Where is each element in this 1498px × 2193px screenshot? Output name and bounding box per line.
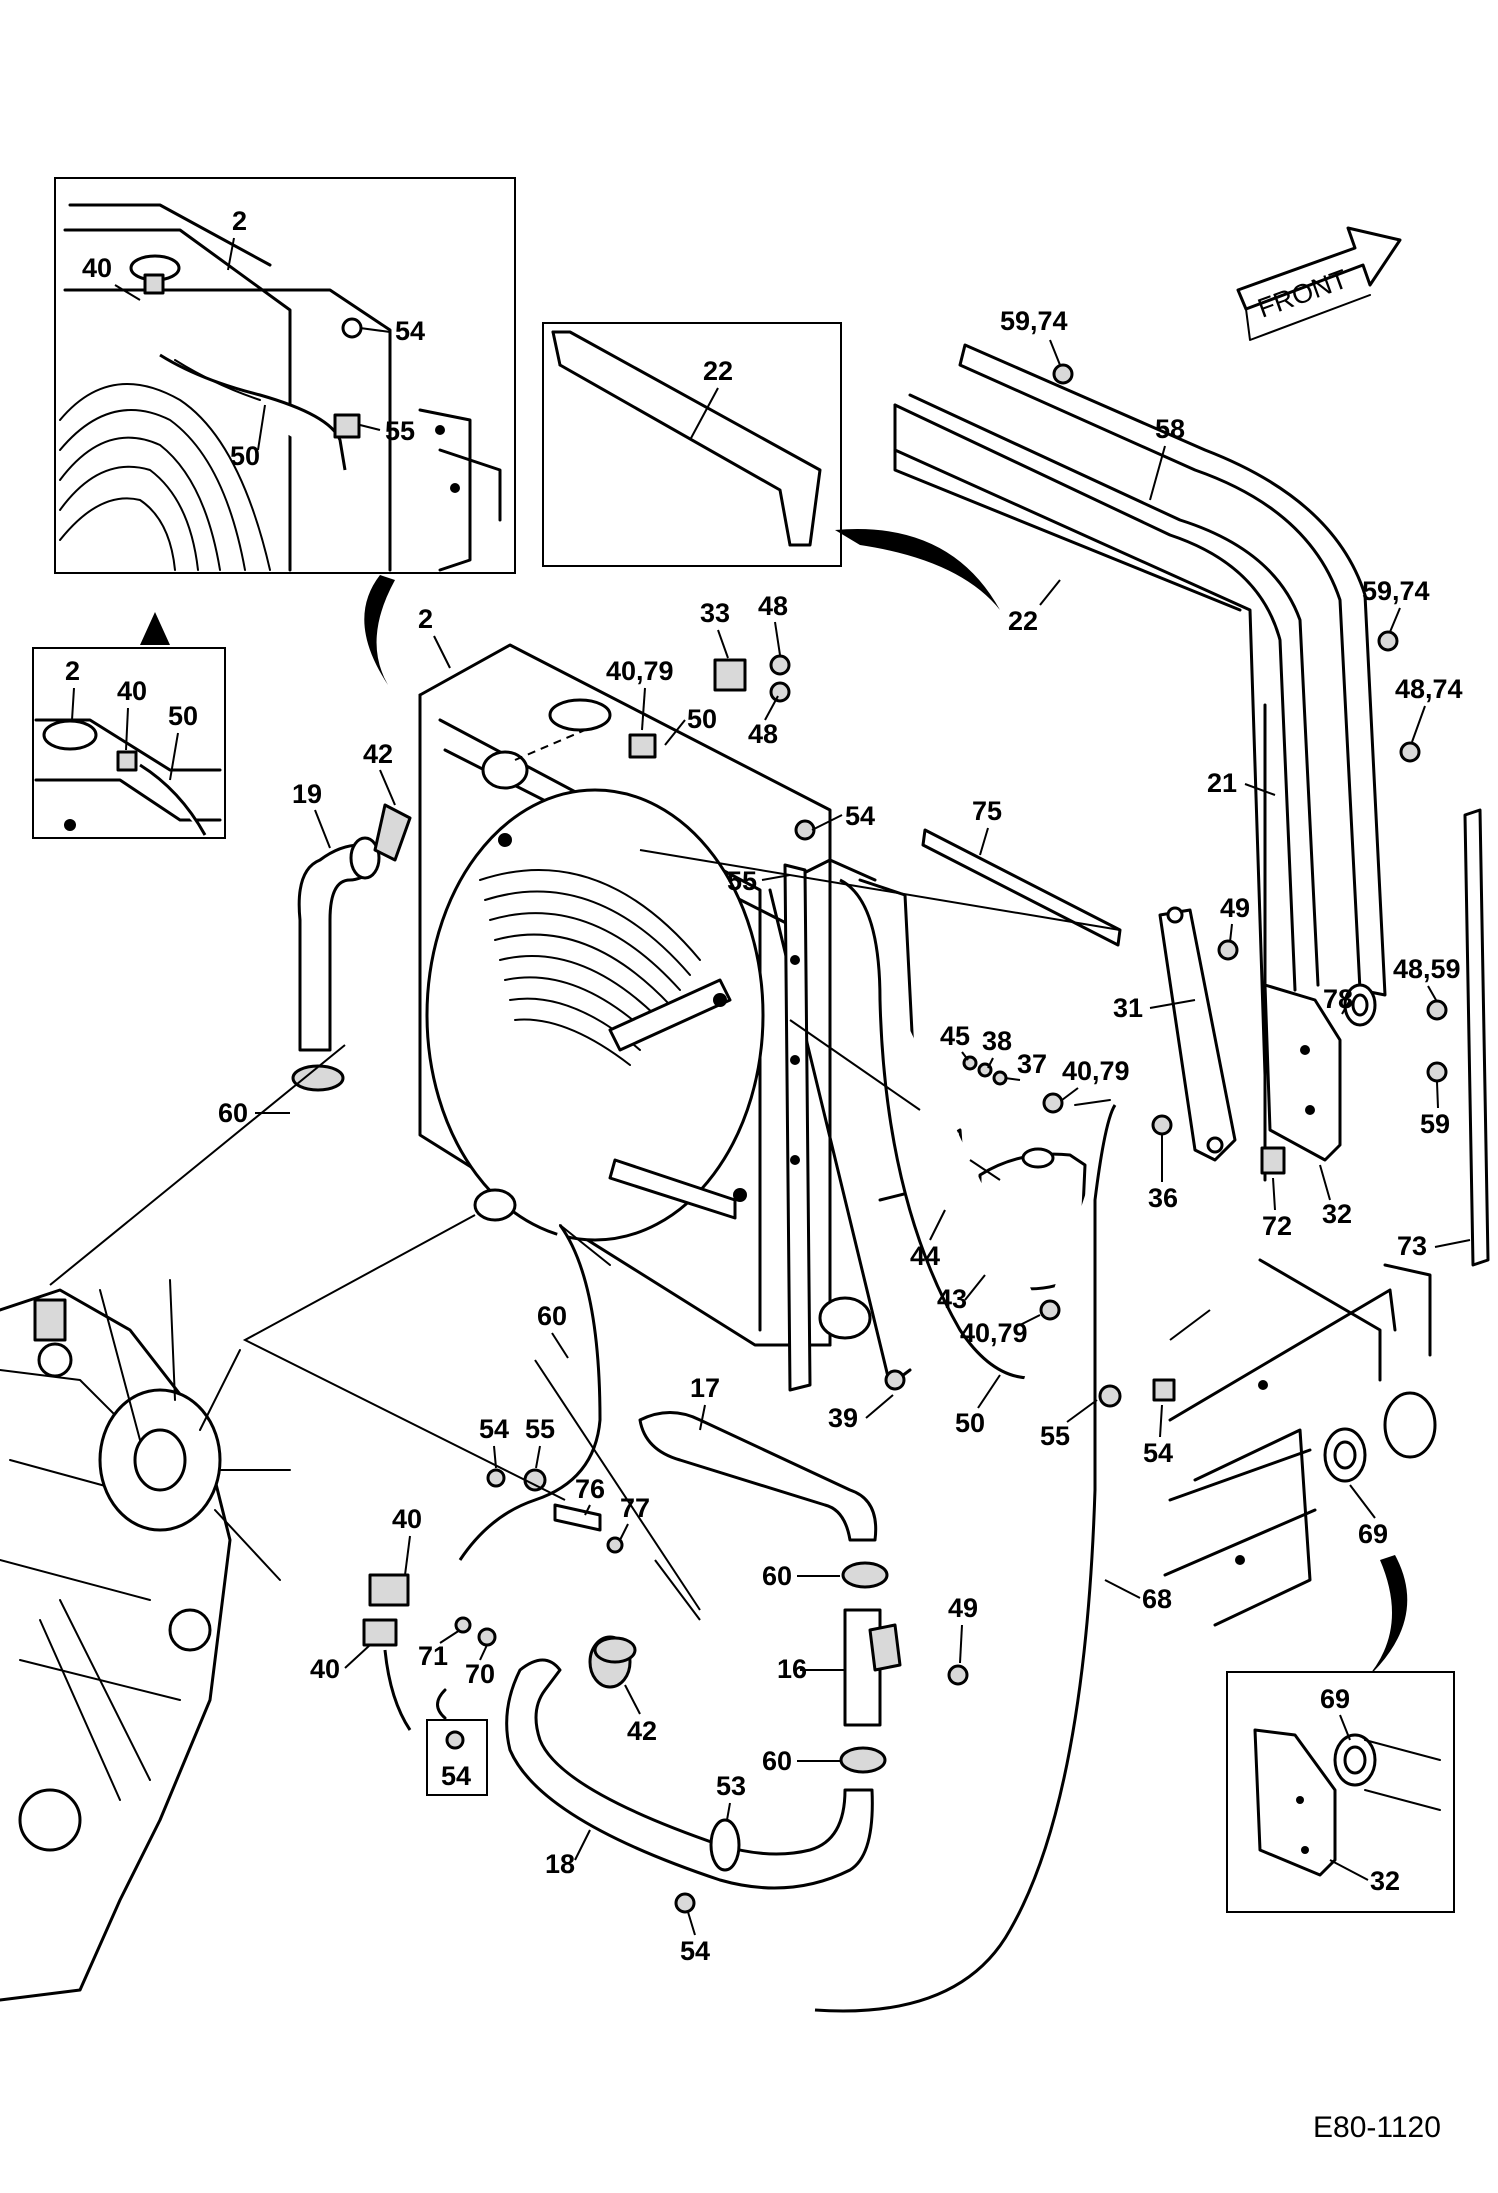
- label-18: 18: [545, 1849, 575, 1879]
- shroud-assembly: [893, 343, 1490, 1267]
- label-40-top: 40: [392, 1504, 422, 1534]
- inset-small-label-40: 40: [117, 676, 147, 706]
- label-54-c: 54: [479, 1414, 509, 1444]
- chassis-bracket: [1163, 1258, 1437, 1627]
- label-60-left: 60: [218, 1098, 248, 1128]
- label-55-b: 55: [1040, 1421, 1070, 1451]
- label-54-b: 54: [1143, 1438, 1173, 1468]
- label-60-mid: 60: [537, 1301, 567, 1331]
- label-43: 43: [937, 1284, 967, 1314]
- label-2: 2: [418, 604, 433, 634]
- label-54-e: 54: [680, 1936, 710, 1966]
- label-31: 31: [1113, 993, 1143, 1023]
- label-68: 68: [1142, 1584, 1172, 1614]
- up-arrow-icon: [140, 612, 170, 645]
- connector-lines: [49, 729, 1211, 1621]
- inset-bottom-label-32: 32: [1370, 1866, 1400, 1896]
- inset-small-label-2: 2: [65, 656, 80, 686]
- label-72: 72: [1262, 1211, 1292, 1241]
- label-70: 70: [465, 1659, 495, 1689]
- label-69: 69: [1358, 1519, 1388, 1549]
- label-38: 38: [982, 1026, 1012, 1056]
- label-17: 17: [690, 1373, 720, 1403]
- engine-block: [0, 1279, 291, 2002]
- label-55-a: 55: [727, 866, 757, 896]
- label-59-74-right: 59,74: [1362, 576, 1430, 606]
- label-48-59: 48,59: [1393, 954, 1461, 984]
- label-50-a: 50: [687, 704, 717, 734]
- label-77: 77: [620, 1493, 650, 1523]
- label-49-bottom: 49: [948, 1593, 978, 1623]
- inset-54-label: 54: [441, 1761, 471, 1791]
- small-fittings-group: [362, 1224, 637, 1731]
- label-71: 71: [418, 1641, 448, 1671]
- inset-small-detail: 2 40 50: [32, 647, 226, 839]
- curved-arrow-top-icon: [364, 575, 395, 685]
- label-36: 36: [1148, 1183, 1178, 1213]
- label-75: 75: [972, 796, 1002, 826]
- label-53: 53: [716, 1771, 746, 1801]
- label-42-top: 42: [363, 739, 393, 769]
- label-58: 58: [1155, 414, 1185, 444]
- inset-top-label-54: 54: [395, 316, 425, 346]
- label-45: 45: [940, 1021, 970, 1051]
- label-76: 76: [575, 1474, 605, 1504]
- label-44: 44: [910, 1241, 940, 1271]
- label-48-b: 48: [748, 719, 778, 749]
- label-73: 73: [1397, 1231, 1427, 1261]
- inset-top-label-50: 50: [230, 441, 260, 471]
- drawing-code: E80-1120: [1313, 2111, 1441, 2144]
- label-60-lower: 60: [762, 1746, 792, 1776]
- label-22: 22: [1008, 606, 1038, 636]
- curved-arrow-22-icon: [835, 529, 1000, 610]
- label-78: 78: [1323, 984, 1353, 1014]
- label-39: 39: [828, 1403, 858, 1433]
- inset-top-label-55: 55: [385, 416, 415, 446]
- label-59: 59: [1420, 1109, 1450, 1139]
- label-49-top: 49: [1220, 893, 1250, 923]
- label-19: 19: [292, 779, 322, 809]
- label-54-a: 54: [845, 801, 875, 831]
- inset-small-label-50: 50: [168, 701, 198, 731]
- label-37: 37: [1017, 1049, 1047, 1079]
- curved-arrow-bottom-icon: [1365, 1555, 1408, 1680]
- front-arrow: FRONT: [1236, 226, 1402, 341]
- inset-bottom-detail: 69 32: [1226, 1671, 1455, 1913]
- radiator-assembly: [418, 643, 1176, 2013]
- label-59-74-top: 59,74: [1000, 306, 1068, 336]
- inset-top-detail: 2 40 54 55 50: [54, 177, 516, 574]
- label-32-a: 32: [1322, 1199, 1352, 1229]
- inset-54-detail: 54: [426, 1719, 488, 1796]
- inset-22-detail: 22: [542, 322, 842, 567]
- inset-bottom-label-69: 69: [1320, 1684, 1350, 1714]
- callout-labels: 2 42 19 60 33 48 48 40,79 50 22 59,74 58…: [218, 306, 1471, 1966]
- label-21: 21: [1207, 768, 1237, 798]
- label-33: 33: [700, 598, 730, 628]
- inset-22-label: 22: [703, 356, 733, 386]
- label-55-c: 55: [525, 1414, 555, 1444]
- label-60-upper: 60: [762, 1561, 792, 1591]
- label-40-79-a: 40,79: [606, 656, 674, 686]
- label-50-b: 50: [955, 1408, 985, 1438]
- label-40-79-c: 40,79: [960, 1318, 1028, 1348]
- label-48-a: 48: [758, 591, 788, 621]
- label-40-79-b: 40,79: [1062, 1056, 1130, 1086]
- label-42-bottom: 42: [627, 1716, 657, 1746]
- inset-top-label-2: 2: [232, 206, 247, 236]
- inset-top-label-40: 40: [82, 253, 112, 283]
- label-40-bottom: 40: [310, 1654, 340, 1684]
- label-48-74: 48,74: [1395, 674, 1463, 704]
